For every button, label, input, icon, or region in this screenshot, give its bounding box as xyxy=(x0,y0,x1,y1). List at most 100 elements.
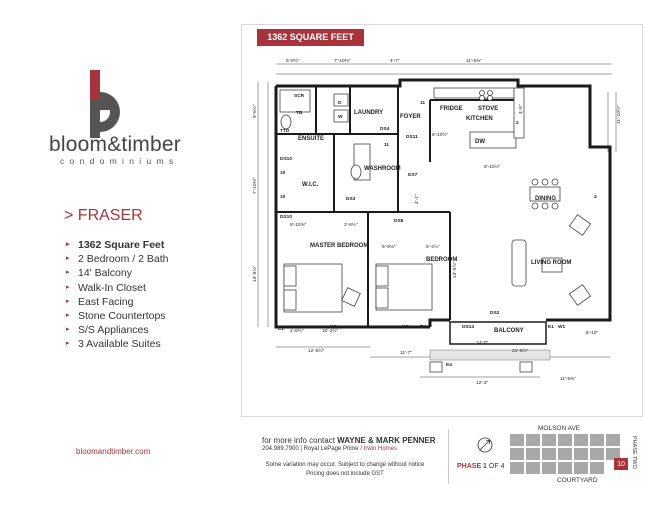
dim-left1: 9'-6½" xyxy=(251,104,258,118)
footer-divider xyxy=(448,429,449,484)
floor-plan: LAUNDRY FOYER FRIDGE STOVE KITCHEN ENSUI… xyxy=(251,57,622,386)
agency-name: Royal LePage Prime xyxy=(303,446,359,452)
dim-top2: 7'-10⅜" xyxy=(334,58,351,64)
site-unit xyxy=(510,462,524,474)
bullet-icon: ▸ xyxy=(66,283,70,291)
site-unit xyxy=(606,434,620,446)
north-arrow-icon xyxy=(477,437,493,453)
tag-ds11: DS11 xyxy=(406,134,418,140)
site-unit xyxy=(526,434,540,446)
room-master: MASTER BEDROOM xyxy=(310,243,368,249)
dim-bot3: 12'-8½" xyxy=(308,347,325,354)
bullet-icon: ▸ xyxy=(66,297,70,305)
contact-names: WAYNE & MARK PENNER xyxy=(337,436,436,445)
site-unit xyxy=(574,448,588,460)
tag-w1-b: W1 xyxy=(402,324,410,330)
dim-bot1: 1'-6½" xyxy=(290,327,304,334)
plan-frame xyxy=(241,24,643,417)
bullet-icon: ▸ xyxy=(66,269,70,277)
site-street-label: MOLSON AVE xyxy=(538,425,581,432)
room-kitchen: KITCHEN xyxy=(466,116,493,122)
room-washroom: WASHROOM xyxy=(364,166,401,172)
tag-e4-bottom: E4 xyxy=(446,362,452,368)
tag-10-b: 10 xyxy=(280,194,286,200)
feature-item: ▸S/S Appliances xyxy=(66,324,149,337)
site-plan: 10 xyxy=(510,434,630,474)
bullet-icon: ▸ xyxy=(66,241,70,248)
brand-name: bloom&timber xyxy=(49,133,181,156)
appliance-dw: DW xyxy=(475,139,485,145)
site-unit xyxy=(542,462,556,474)
dim-mid7: 13'-9⅞" xyxy=(452,261,458,278)
dimension-lines xyxy=(257,63,617,378)
room-dining: DINING xyxy=(535,196,556,202)
dim-mid3: 8'-10⅝" xyxy=(290,222,307,228)
site-courtyard-label: COURTYARD xyxy=(557,477,598,484)
tag-ds14: DS14 xyxy=(462,324,474,330)
site-unit xyxy=(526,462,540,474)
dim-mid2: 8'-10½" xyxy=(484,163,501,170)
website-link[interactable]: bloomandtimber.com xyxy=(76,447,151,456)
dim-mid5: 6'-9⅛" xyxy=(382,244,396,250)
tag-e1-right: E1 xyxy=(548,324,554,330)
dim-top4: 11'-5⅜" xyxy=(466,58,482,64)
bullet-icon: ▸ xyxy=(66,340,70,348)
tag-ds3: DS3 xyxy=(346,196,356,202)
site-unit xyxy=(526,448,540,460)
dim-bot9: 11'-5⅜" xyxy=(560,376,576,382)
room-balcony: BALCONY xyxy=(494,328,524,334)
bloom-timber-logo xyxy=(90,70,120,138)
dim-mid6: 5'-4½" xyxy=(426,243,440,250)
feature-item: ▸East Facing xyxy=(66,295,134,308)
site-unit xyxy=(606,448,620,460)
dim-bot7: 6'-10" xyxy=(586,330,599,336)
room-ensuite: ENSUITE xyxy=(298,136,324,142)
tag-e4-top: E4 xyxy=(420,324,426,330)
room-laundry: LAUNDRY xyxy=(354,110,383,116)
brand-subtitle: condominiums xyxy=(60,156,179,166)
dim-bot8: 12'-3" xyxy=(476,380,489,386)
tag-ds10-bottom: DS10 xyxy=(280,214,292,220)
dim-left3: 13'-9⅞" xyxy=(252,265,258,282)
phase-label: PHASE 1 OF 4 xyxy=(457,463,505,470)
tag-w1-a: W1 xyxy=(330,324,338,330)
tag-w1-c: W1 xyxy=(558,324,566,330)
phone-number[interactable]: 204.989.7900 xyxy=(262,446,299,452)
tag-ds4: DS4 xyxy=(380,126,390,132)
bullet-icon: ▸ xyxy=(66,326,70,334)
site-phase-two-label: PHASE TWO xyxy=(631,436,637,469)
dim-top1: 5'-8½" xyxy=(286,57,300,64)
dim-bot6: 21'-5½" xyxy=(512,347,529,354)
dim-right2: 4'-9" xyxy=(518,104,524,114)
room-stove: STOVE xyxy=(478,106,498,112)
site-unit xyxy=(510,448,524,460)
dim-bot2: 10'-2½" xyxy=(322,327,339,334)
room-living: LIVING ROOM xyxy=(531,260,571,266)
feature-item: ▸2 Bedroom / 2 Bath xyxy=(66,253,169,266)
feature-item: ▸Walk-In Closet xyxy=(66,281,146,294)
tag-ds10-top: DS10 xyxy=(280,156,292,162)
tag-11-a: 11 xyxy=(420,100,425,106)
dim-left2: 7'-10⅜" xyxy=(252,177,258,194)
room-wic: W.I.C. xyxy=(302,182,319,188)
site-unit xyxy=(590,448,604,460)
bullet-icon: ▸ xyxy=(66,312,70,320)
site-unit xyxy=(510,434,524,446)
current-unit-marker: 10 xyxy=(614,458,628,470)
contact-line: for more info contact WAYNE & MARK PENNE… xyxy=(262,436,436,445)
dim-bot5: 14'-0" xyxy=(476,340,489,346)
feature-item: ▸Stone Countertops xyxy=(66,310,166,323)
site-unit xyxy=(590,434,604,446)
feature-item: ▸14' Balcony xyxy=(66,267,132,280)
tag-tb: TB xyxy=(296,110,303,116)
tag-ttd: TTD xyxy=(280,128,290,134)
room-bedroom: BEDROOM xyxy=(426,257,457,263)
tag-e1-left: E1 xyxy=(278,326,284,332)
tag-w: W xyxy=(338,114,343,120)
tag-d: D xyxy=(338,100,342,106)
room-fridge: FRIDGE xyxy=(440,106,463,112)
site-unit xyxy=(542,434,556,446)
dim-bot4: 11'-7" xyxy=(400,350,412,356)
tag-ds7: DS7 xyxy=(408,172,418,178)
feature-item: ▸3 Available Suites xyxy=(66,338,161,351)
